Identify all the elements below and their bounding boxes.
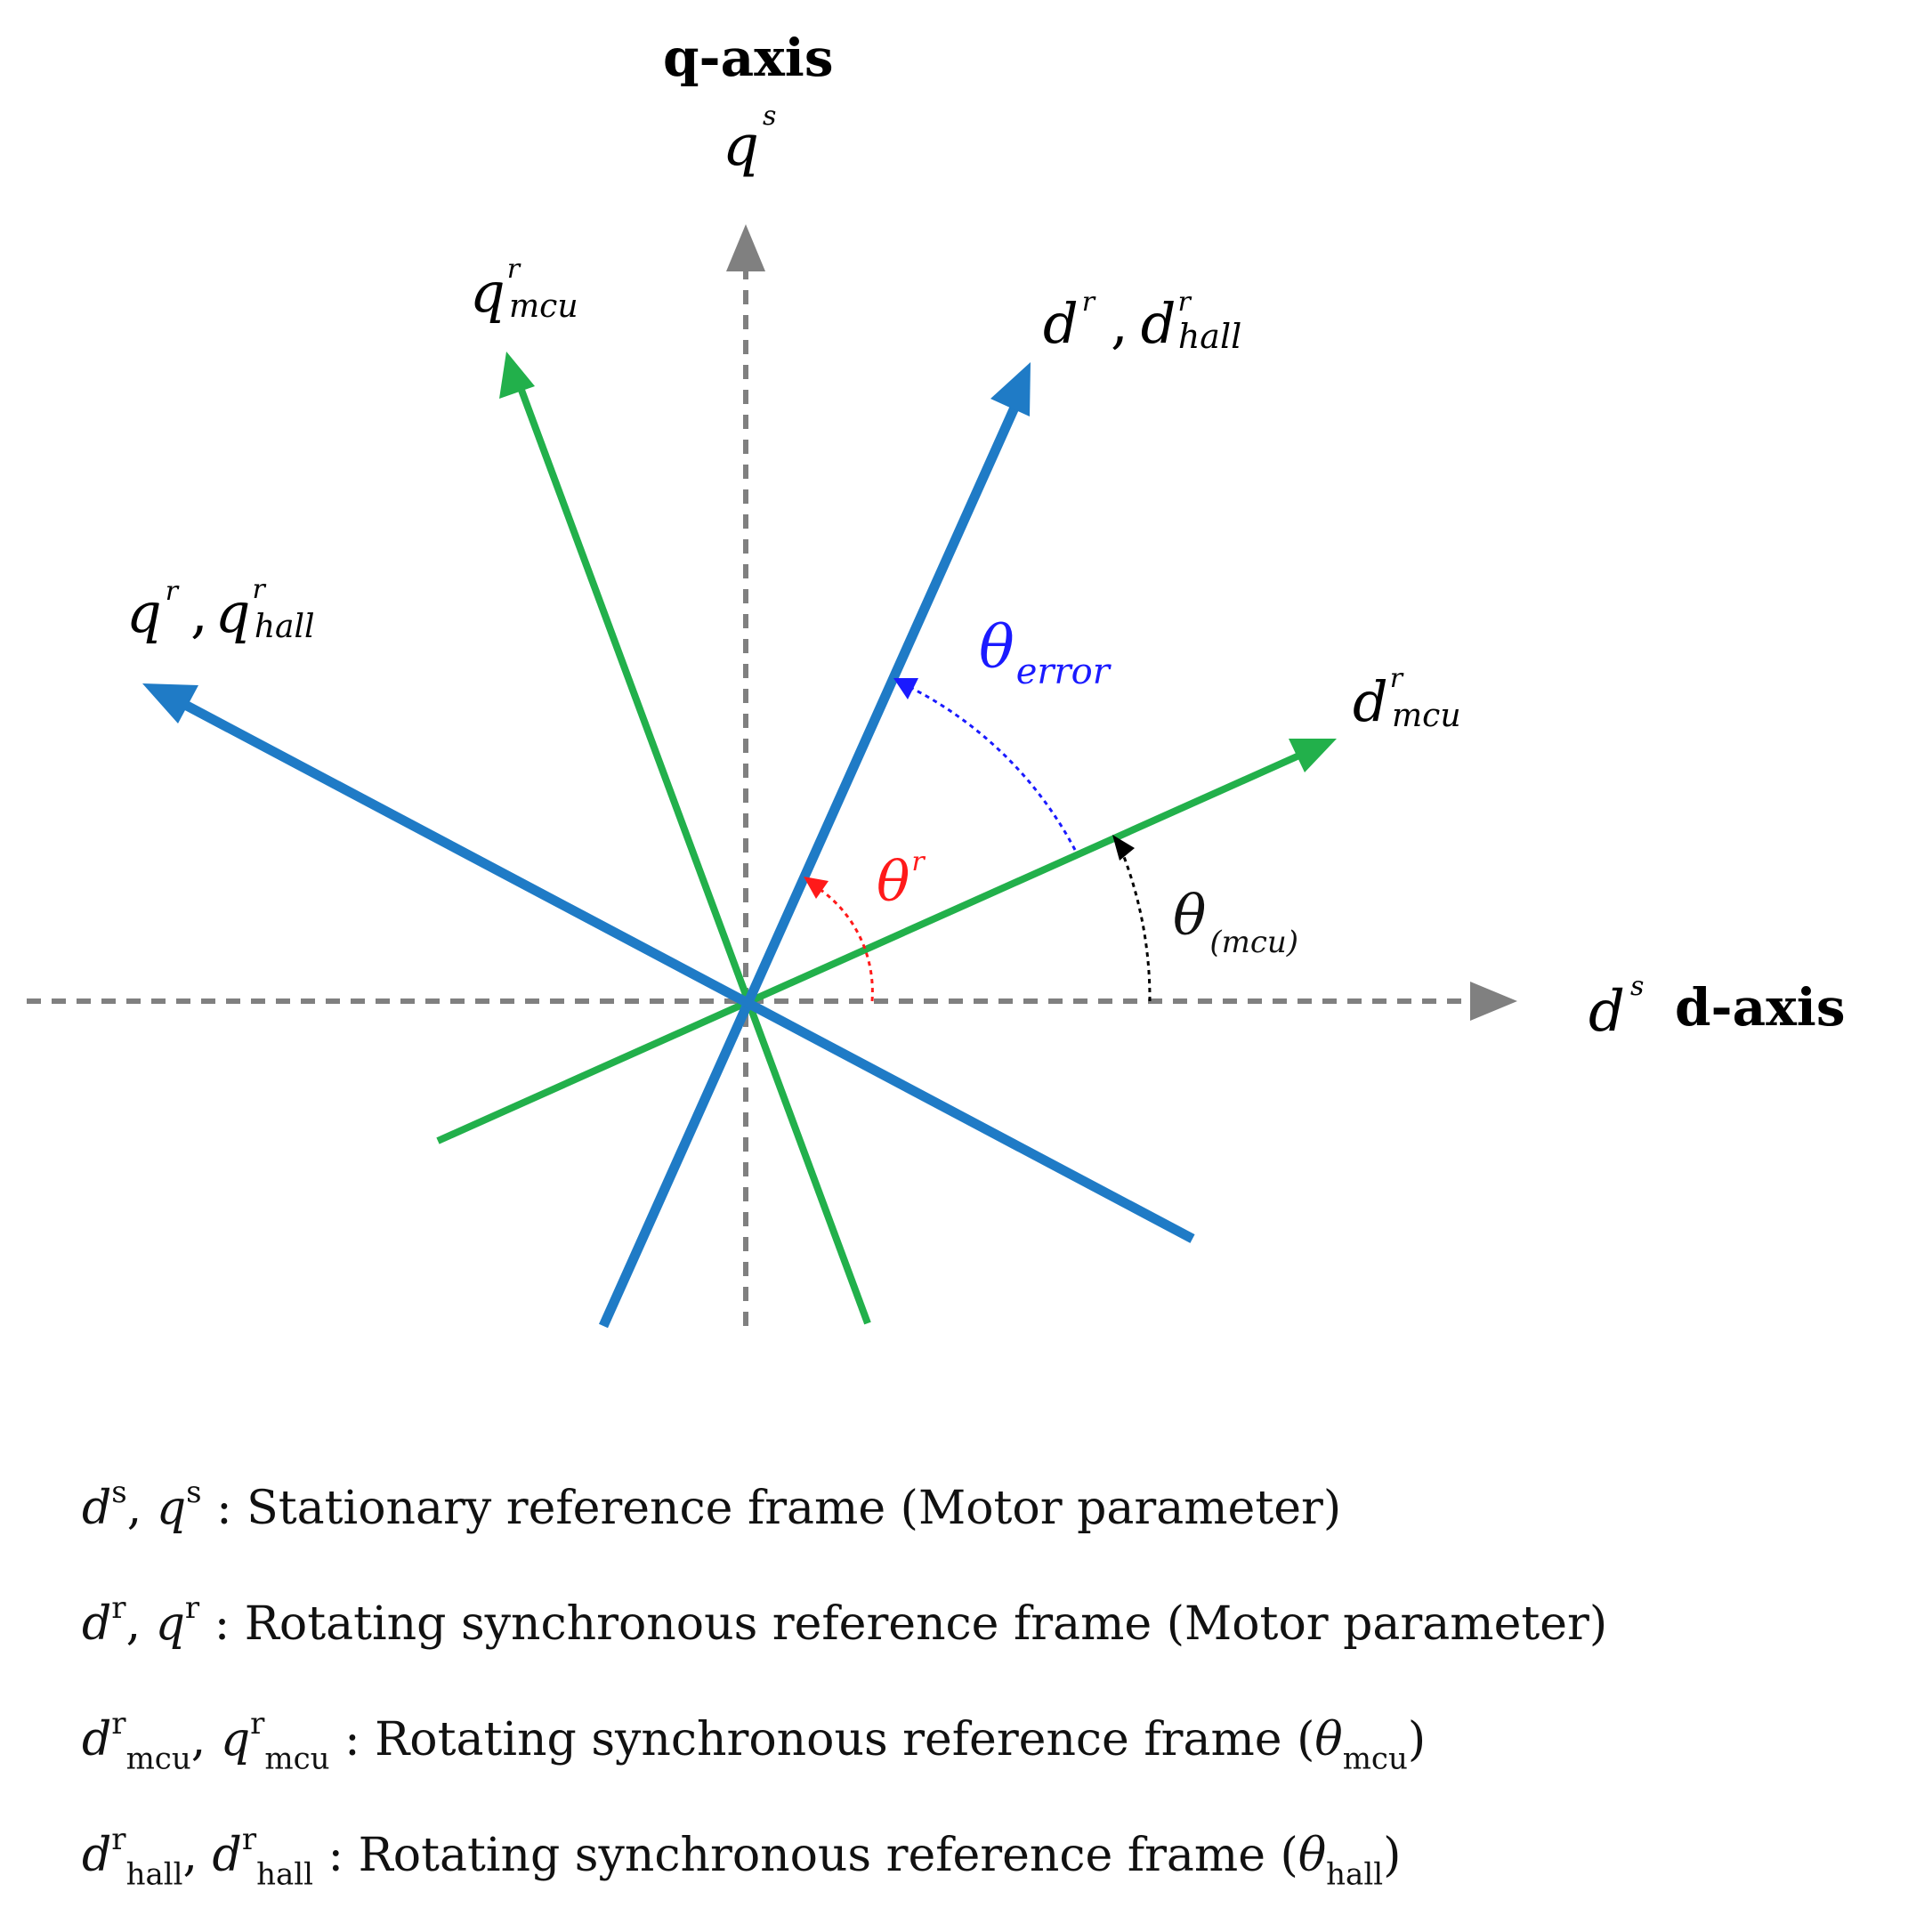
legend-text: : Rotating synchronous reference frame ( <box>329 1713 1315 1766</box>
theta-error-arrowhead <box>893 678 918 699</box>
mcu-frame <box>436 352 1337 1325</box>
theta-r-arc <box>813 884 874 1002</box>
q-mcu-vector <box>516 384 871 1325</box>
rotor-frame <box>142 362 1195 1329</box>
theta-error-arc <box>909 685 1077 851</box>
theta-error-label: θerror <box>979 613 1112 692</box>
q-axis-title: q-axis <box>663 28 833 88</box>
q-mcu-arrowhead <box>499 352 535 399</box>
legend-text: : Rotating synchronous reference frame ( <box>313 1829 1298 1882</box>
theta-mcu-arc <box>1118 845 1152 1002</box>
stationary-axes <box>27 224 1517 1326</box>
d-axis-arrowhead <box>1470 982 1517 1021</box>
d-r-vector <box>598 405 1020 1329</box>
q-r-vector <box>184 701 1195 1243</box>
theta-mcu-arrowhead <box>1112 835 1135 861</box>
legend-rotating-motor-frame: dr, qr : Rotating synchronous reference … <box>82 1590 1608 1651</box>
theta-r-arrowhead <box>804 877 829 899</box>
angle-arcs <box>804 678 1152 1002</box>
legend-text: : Stationary reference frame (Motor para… <box>201 1482 1342 1535</box>
legend-rotating-hall-frame: drhall, drhall : Rotating synchronous re… <box>82 1822 1402 1893</box>
d-mcu-arrowhead <box>1289 739 1337 772</box>
d-mcu-vector <box>436 751 1303 1144</box>
legend-stationary-frame: ds, qs : Stationary reference frame (Mot… <box>82 1475 1342 1535</box>
d-r-arrowhead <box>990 362 1031 416</box>
q-axis-arrowhead <box>726 224 765 271</box>
legend-rotating-mcu-frame: drmcu, qrmcu : Rotating synchronous refe… <box>82 1706 1427 1777</box>
q-r-arrowhead <box>142 683 198 723</box>
d-axis-title: d-axis <box>1675 977 1845 1038</box>
legend-text: : Rotating synchronous reference frame (… <box>199 1597 1608 1651</box>
theta-mcu-label: θ(mcu) <box>1173 883 1298 960</box>
theta-r-label: θr <box>877 846 926 914</box>
